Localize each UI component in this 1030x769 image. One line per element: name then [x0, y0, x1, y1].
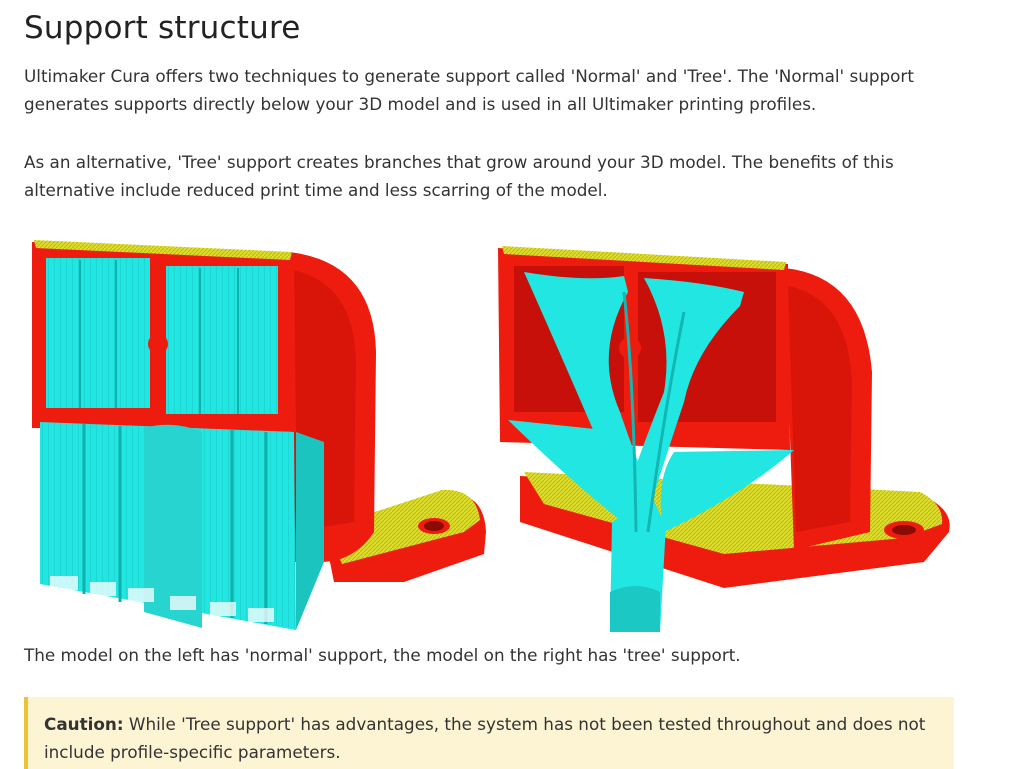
alternative-paragraph: As an alternative, 'Tree' support create… — [24, 152, 894, 200]
support-comparison-image — [24, 232, 964, 637]
intro-paragraph: Ultimaker Cura offers two techniques to … — [24, 66, 914, 114]
caution-label: Caution: — [44, 714, 124, 734]
figure-caption: The model on the left has 'normal' suppo… — [24, 645, 741, 665]
caution-box: Caution: While 'Tree support' has advant… — [24, 697, 954, 769]
tree-support-model — [498, 246, 950, 632]
caution-message: Caution: While 'Tree support' has advant… — [44, 710, 944, 766]
caution-text: While 'Tree support' has advantages, the… — [44, 714, 926, 762]
normal-support-model — [32, 240, 486, 630]
page-title: Support structure — [24, 10, 301, 46]
